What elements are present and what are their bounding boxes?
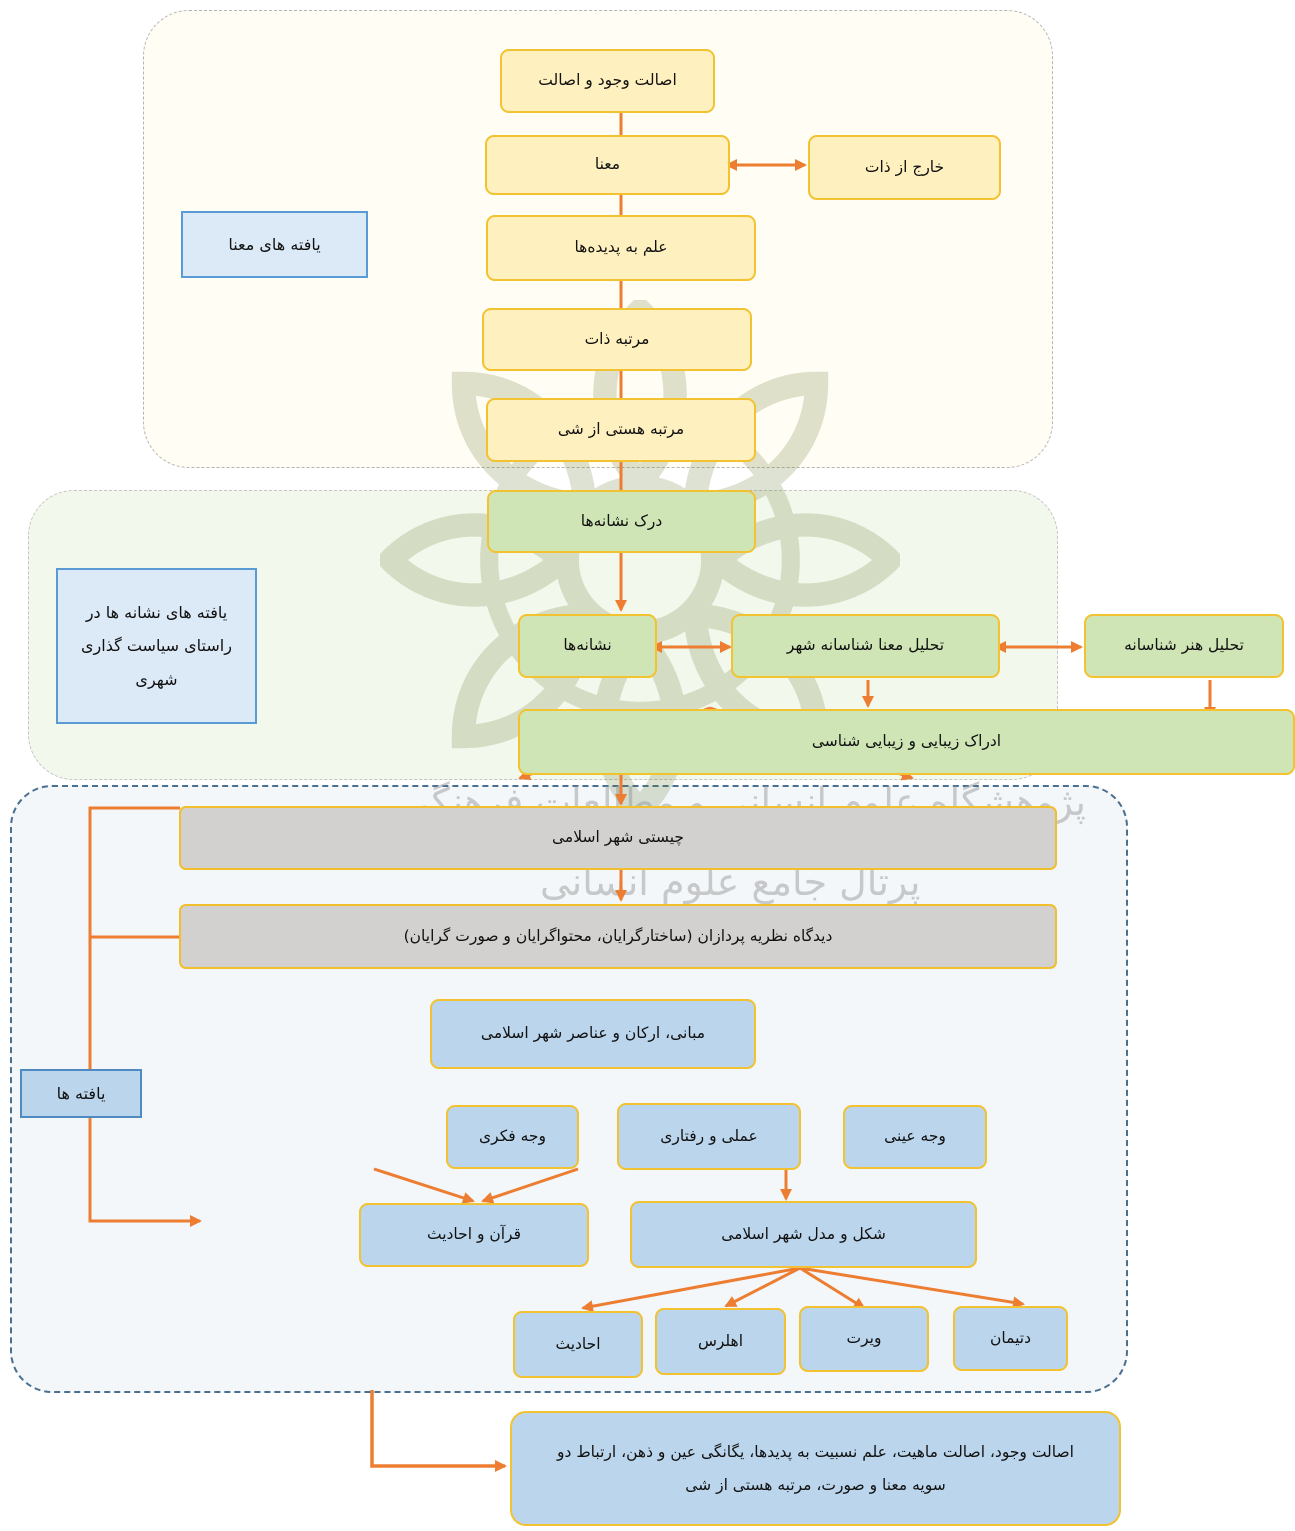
findings-label: یافته ها [20,1069,142,1118]
node-chisti-shahr: چیستی شهر اسلامی [179,806,1057,870]
node-neshaneha: نشانه‌ها [518,614,657,678]
node-mabani: مبانی، ارکان و عناصر شهر اسلامی [430,999,756,1069]
node-dettmann: دتیمان [953,1306,1068,1371]
node-vajh-eini: وجه عینی [843,1105,987,1169]
node-mana: معنا [485,135,730,195]
node-asalat-wojud: اصالت وجود و اصالت [500,49,715,113]
node-tahlil-honar: تحلیل هنر شناسانه [1084,614,1284,678]
signs-findings-label: یافته های نشانه ها در راستای سیاست گذاری… [56,568,257,724]
node-kharej-az-zat: خارج از ذات [808,135,1001,200]
node-vajh-fekri: وجه فکری [446,1105,579,1169]
node-ahlers: اهلرس [655,1308,786,1375]
node-ahadith: احادیث [513,1311,643,1378]
node-amali-raftari: عملی و رفتاری [617,1103,801,1170]
node-quran: قرآن و احادیث [359,1203,589,1267]
node-wirth: ویرت [799,1306,929,1372]
node-shekl-model: شکل و مدل شهر اسلامی [630,1201,977,1268]
node-tahlil-mana: تحلیل معنا شناسانه شهر [731,614,1000,678]
node-elm-be-padideha: علم به پدیده‌ها [486,215,756,281]
node-conclusion: اصالت وجود، اصالت ماهیت، علم نسبیت به پد… [510,1411,1121,1526]
node-martabe-zat: مرتبه ذات [482,308,752,371]
node-didgah: دیدگاه نظریه پردازان (ساختارگرایان، محتو… [179,904,1057,969]
node-edrak-zibayi: ادراک زیبایی و زیبایی شناسی [518,709,1295,775]
node-dark-neshaneha: درک نشانه‌ها [487,490,756,553]
node-martabe-hasti: مرتبه هستی از شی [486,398,756,462]
meaning-findings-label: یافته های معنا [181,211,368,278]
